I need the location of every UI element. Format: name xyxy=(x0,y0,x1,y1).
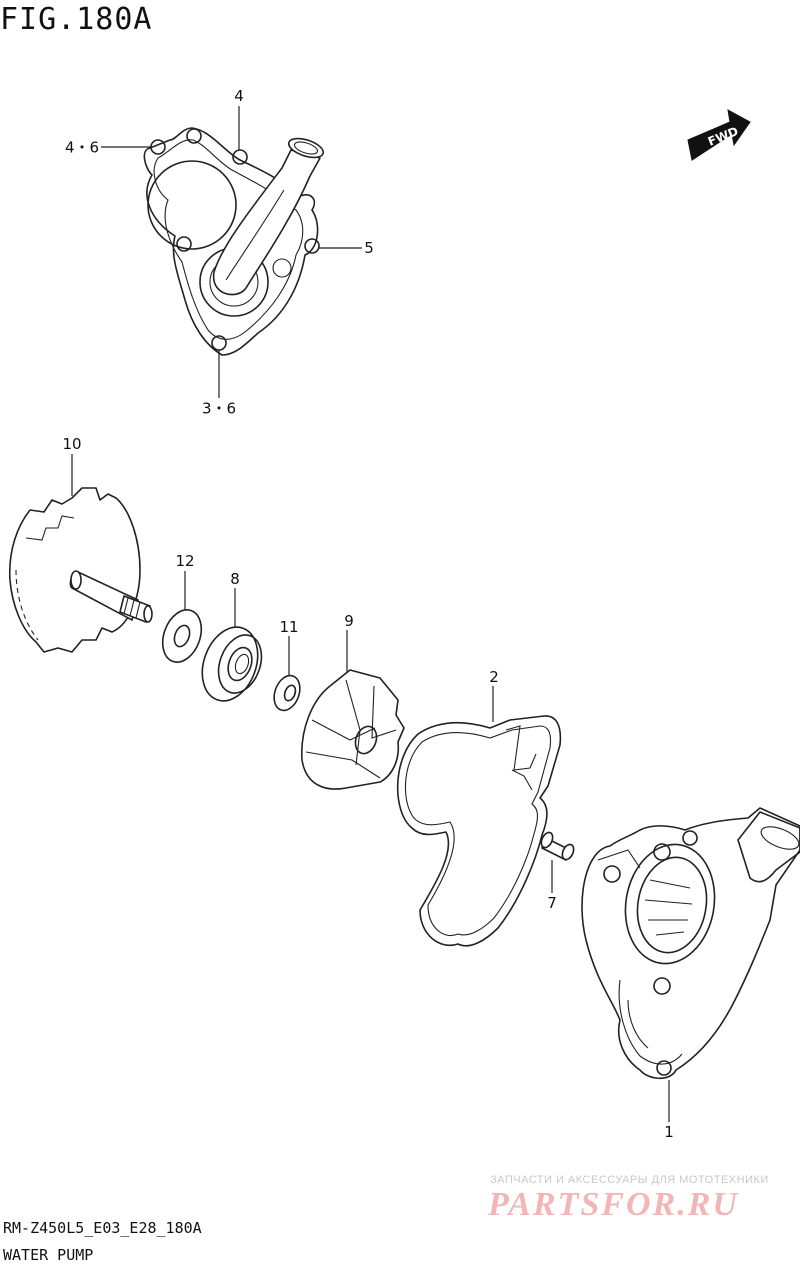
callout-10: 10 xyxy=(62,435,82,453)
fwd-arrow-icon: FWD xyxy=(687,109,751,161)
pump-housing[interactable] xyxy=(581,807,800,1080)
small-seal[interactable] xyxy=(270,672,305,714)
model-code: RM-Z450L5_E03_E28_180A xyxy=(3,1219,202,1237)
callout-2: 2 xyxy=(489,668,499,686)
dowel-pin[interactable] xyxy=(539,831,576,862)
callout-9: 9 xyxy=(344,612,354,630)
pump-cover[interactable] xyxy=(143,127,325,356)
callout-5: 5 xyxy=(364,239,374,257)
impeller[interactable] xyxy=(301,669,405,790)
leader-lines xyxy=(71,106,670,1122)
watermark-tagline: ЗАПЧАСТИ И АКСЕССУАРЫ ДЛЯ МОТОТЕХНИКИ xyxy=(490,1174,769,1186)
figure-title: FIG.180A xyxy=(0,2,153,37)
callout-1: 1 xyxy=(664,1123,674,1141)
gear-shaft[interactable] xyxy=(8,487,153,653)
gasket[interactable] xyxy=(396,715,562,947)
callout-11: 11 xyxy=(279,618,299,636)
callout-8: 8 xyxy=(230,570,240,588)
section-name: WATER PUMP xyxy=(3,1246,94,1264)
callout-4: 4 xyxy=(234,87,244,105)
mechanical-seal[interactable] xyxy=(193,619,269,708)
callout-3-6: 3・6 xyxy=(201,399,237,418)
callout-12: 12 xyxy=(175,552,195,570)
callout-7: 7 xyxy=(547,894,557,912)
callout-4-6: 4・6 xyxy=(64,138,100,157)
washer[interactable] xyxy=(156,604,208,667)
watermark-brand-logo: PARTSFOR.RU xyxy=(488,1186,739,1223)
